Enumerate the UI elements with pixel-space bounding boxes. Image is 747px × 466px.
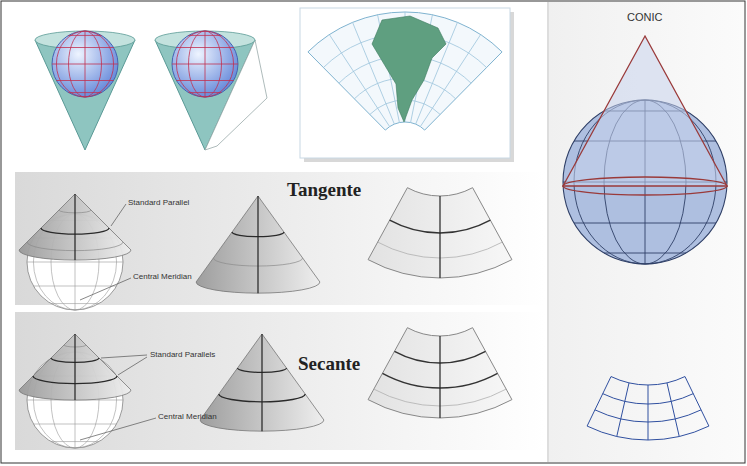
- cone: [200, 334, 324, 431]
- leader-line: [80, 418, 156, 440]
- globe-parallel: [189, 92, 222, 93]
- tangent-row: [19, 188, 512, 310]
- cone-central-meridian: [261, 334, 262, 431]
- view-title: CONIC: [627, 11, 662, 23]
- part-label: Standard Parallels: [150, 351, 215, 360]
- cone: [19, 334, 131, 400]
- leader-line: [118, 357, 147, 375]
- globe-parallel: [27, 262, 123, 263]
- globe-parallel: [56, 47, 113, 48]
- globe-in-cone: [155, 31, 267, 150]
- leader-line: [111, 204, 126, 226]
- globe: [172, 31, 238, 97]
- globe-parallel: [176, 47, 233, 48]
- row-ground: [15, 312, 545, 450]
- projection-fan: [587, 377, 709, 440]
- projection-fan: [368, 188, 512, 278]
- globe-parallel: [189, 35, 222, 36]
- panel-divider: [548, 2, 549, 462]
- globe-parallel: [33, 424, 116, 425]
- projection-label: Secante: [298, 354, 360, 375]
- fan-meridian: [439, 196, 440, 278]
- fan-meridian: [617, 383, 629, 437]
- projection-label: Tangente: [287, 180, 361, 201]
- globe-parallel: [52, 64, 118, 65]
- projection-fan: [368, 328, 512, 418]
- fan-meridian: [439, 336, 440, 418]
- globe-parallel: [33, 286, 116, 287]
- globe-parallel: [51, 441, 99, 442]
- conic-view: [563, 36, 727, 440]
- globe-parallel: [604, 253, 686, 254]
- cone-central-meridian: [257, 196, 258, 293]
- globe-parallel: [69, 92, 102, 93]
- globe-parallel: [56, 80, 113, 81]
- fan-meridian: [648, 385, 649, 440]
- cone-central-meridian: [74, 334, 75, 400]
- cone-central-meridian: [74, 194, 75, 260]
- globe-parallel: [172, 64, 238, 65]
- continent: [372, 16, 446, 122]
- unrolled-map: [300, 8, 514, 162]
- globe-parallel: [51, 303, 99, 304]
- secant-row: [19, 328, 512, 448]
- cone: [196, 196, 320, 293]
- leader-line: [101, 355, 147, 358]
- globe: [52, 31, 118, 97]
- cone: [19, 194, 131, 260]
- part-label: Central Meridian: [133, 273, 192, 282]
- projection-fan: [308, 12, 502, 130]
- part-label: Central Meridian: [158, 413, 217, 422]
- map-sheet: [300, 8, 510, 158]
- side-panel: [549, 2, 744, 462]
- globe-parallel: [176, 80, 233, 81]
- cone-outline: [563, 36, 727, 186]
- globe-parallel: [574, 223, 716, 224]
- globe-in-cone: [35, 31, 135, 150]
- part-label: Standard Parallel: [128, 199, 189, 208]
- globe-parallel: [69, 35, 102, 36]
- leader-line: [80, 278, 131, 300]
- cone-base: [563, 177, 727, 195]
- fan-meridian: [667, 383, 679, 437]
